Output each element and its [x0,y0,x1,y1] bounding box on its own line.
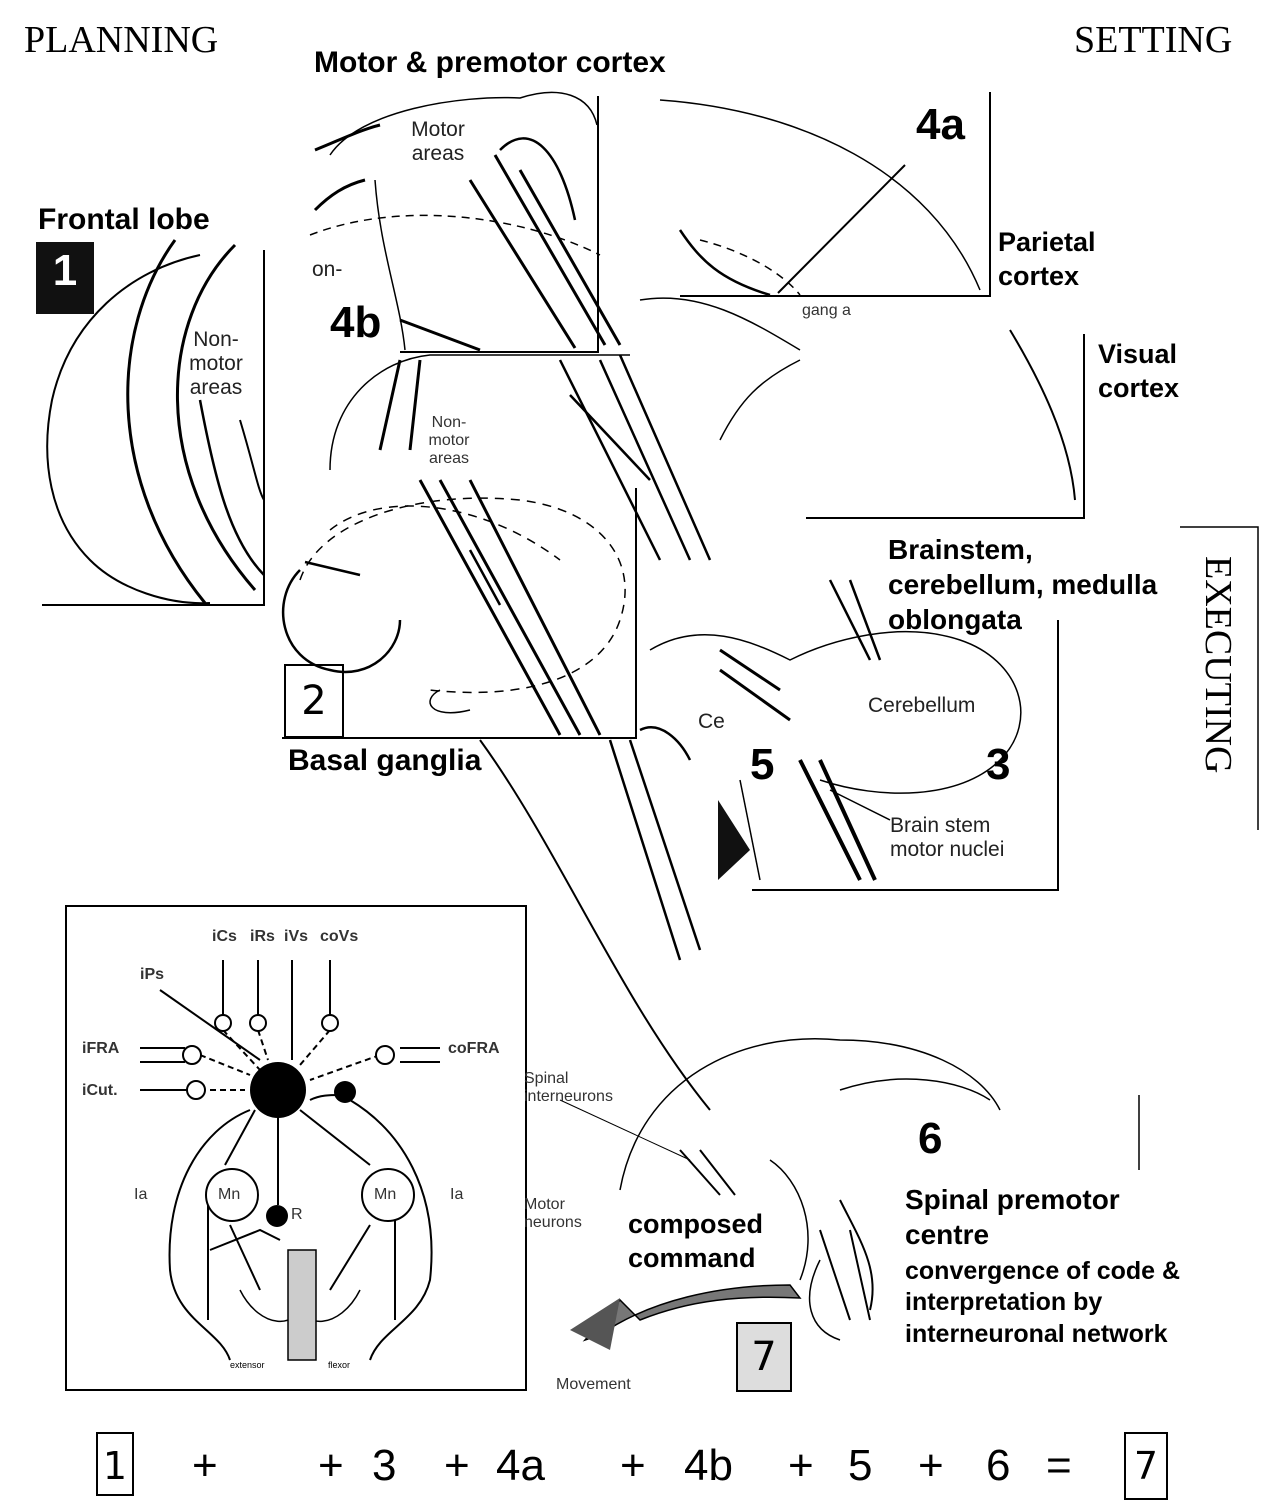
label-3: 3 [986,740,1010,790]
inset-input-covs: coVs [320,928,358,946]
secondary-interneuron [334,1081,356,1103]
eq-term-6: 6 [986,1428,1010,1503]
eq-term-1: 1 [97,1428,133,1503]
number-1-badge: 1 [36,246,94,296]
inset-r-label: R [291,1206,303,1224]
non-motor-areas-label: Non-motor areas [176,328,256,400]
joint [288,1250,316,1360]
central-interneuron [250,1062,306,1118]
non-motor-small-label: Non-motor areas [416,414,482,468]
inset-mn-right: Mn [374,1186,396,1204]
parietal-cortex-label: Parietal cortex [998,226,1108,294]
spinal-section-outline [620,1039,1000,1190]
eq-equals: = [1046,1428,1072,1503]
inset-flexor-label: flexor [328,1360,350,1370]
visual-cortex-label: Visual cortex [1098,338,1208,406]
label-5: 5 [750,740,774,790]
inset-cofra-label: coFRA [448,1040,500,1058]
inset-mn-left: Mn [218,1186,240,1204]
eq-term-4b: 4b [684,1428,733,1503]
eq-term-7: 7 [1125,1428,1167,1503]
label-4b: 4b [330,298,381,348]
inset-ifra-label: iFRA [82,1040,119,1058]
ganglia-small-label: gang a [802,302,851,320]
basal-ganglia-label: Basal ganglia [288,744,481,777]
spinal-premotor-label: Spinal premotor centre [905,1182,1145,1252]
motor-areas-label: Motor areas [398,118,478,166]
motor-premotor-label: Motor & premotor cortex [314,46,666,79]
eq-plus-2: + [318,1428,344,1503]
cerebellum-label: Cerebellum [868,694,975,718]
inset-extensor-label: extensor [230,1360,265,1370]
non-cut-label: on- [312,258,342,282]
label-4a: 4a [916,100,965,150]
visual-panel-frame [806,334,1084,518]
black-triangle [718,800,750,880]
label-6: 6 [918,1114,942,1164]
eq-plus-4: + [620,1428,646,1503]
inset-input-ics: iCs [212,928,237,946]
eq-plus-6: + [918,1428,944,1503]
convergence-label: convergence of code & interpretation by … [905,1256,1205,1350]
inset-ia-right: Ia [450,1186,463,1204]
inset-icut-label: iCut. [82,1082,118,1100]
planning-label: PLANNING [24,18,218,62]
ce-label: Ce [698,710,725,734]
number-2-box: 2 [284,664,344,738]
eq-plus-5: + [788,1428,814,1503]
spinal-interneurons-label: Spinal interneurons [524,1070,644,1106]
movement-label: Movement [556,1376,631,1394]
brainstem-label: Brainstem, cerebellum, medulla oblongata [888,532,1188,637]
motor-neurons-label: Motor neurons [524,1196,614,1232]
composed-command-label: composed command [628,1208,778,1276]
brainstem-nuclei-label: Brain stem motor nuclei [890,814,1040,862]
eq-plus-1: + [192,1428,218,1503]
inset-ia-left: Ia [134,1186,147,1204]
inset-input-irs: iRs [250,928,275,946]
setting-label: SETTING [1074,18,1232,62]
inset-input-ivs: iVs [284,928,308,946]
eq-term-5: 5 [848,1428,872,1503]
descending-tract [480,740,710,1110]
renshaw-cell [266,1205,288,1227]
visual-outline [1010,330,1075,500]
number-7-box: 7 [736,1322,792,1392]
frontal-lobe-label: Frontal lobe [38,203,210,236]
inset-ips-label: iPs [140,966,164,984]
eq-term-3: 3 [372,1428,396,1503]
eq-term-4a: 4a [496,1428,545,1503]
eq-plus-3: + [444,1428,470,1503]
executing-label: EXECUTING [1196,556,1240,773]
